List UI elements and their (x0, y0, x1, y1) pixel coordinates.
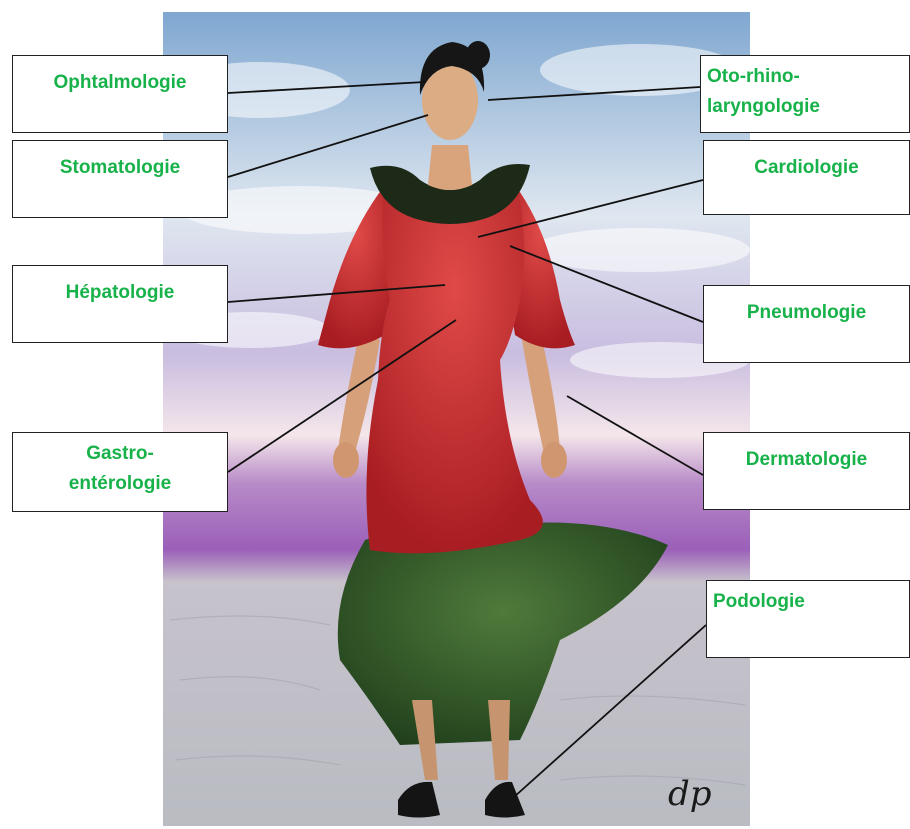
right-hand (541, 442, 567, 478)
label-stomatologie: Stomatologie (12, 140, 228, 218)
neck (428, 145, 472, 190)
label-oto-rhino-laryngologie: Oto-rhino- laryngologie (700, 55, 910, 133)
label-ophtalmologie: Ophtalmologie (12, 55, 228, 133)
label-oto-rhino-laryngologie-text: Oto-rhino- laryngologie (701, 62, 909, 122)
label-dermatologie: Dermatologie (703, 432, 910, 510)
label-podologie-text: Podologie (707, 587, 909, 617)
label-stomatologie-text: Stomatologie (13, 153, 227, 183)
label-dermatologie-text: Dermatologie (704, 445, 909, 475)
hair-bun (466, 41, 490, 69)
label-pneumologie-text: Pneumologie (704, 298, 909, 328)
label-pneumologie: Pneumologie (703, 285, 910, 363)
label-gastro-enterologie-text: Gastro- entérologie (13, 439, 227, 499)
signature: dp (668, 774, 712, 814)
label-hepatologie-text: Hépatologie (13, 278, 227, 308)
label-cardiologie-text: Cardiologie (704, 153, 909, 183)
label-gastro-enterologie: Gastro- entérologie (12, 432, 228, 512)
label-hepatologie: Hépatologie (12, 265, 228, 343)
left-hand (333, 442, 359, 478)
label-cardiologie: Cardiologie (703, 140, 910, 215)
label-podologie: Podologie (706, 580, 910, 658)
label-ophtalmologie-text: Ophtalmologie (13, 68, 227, 98)
